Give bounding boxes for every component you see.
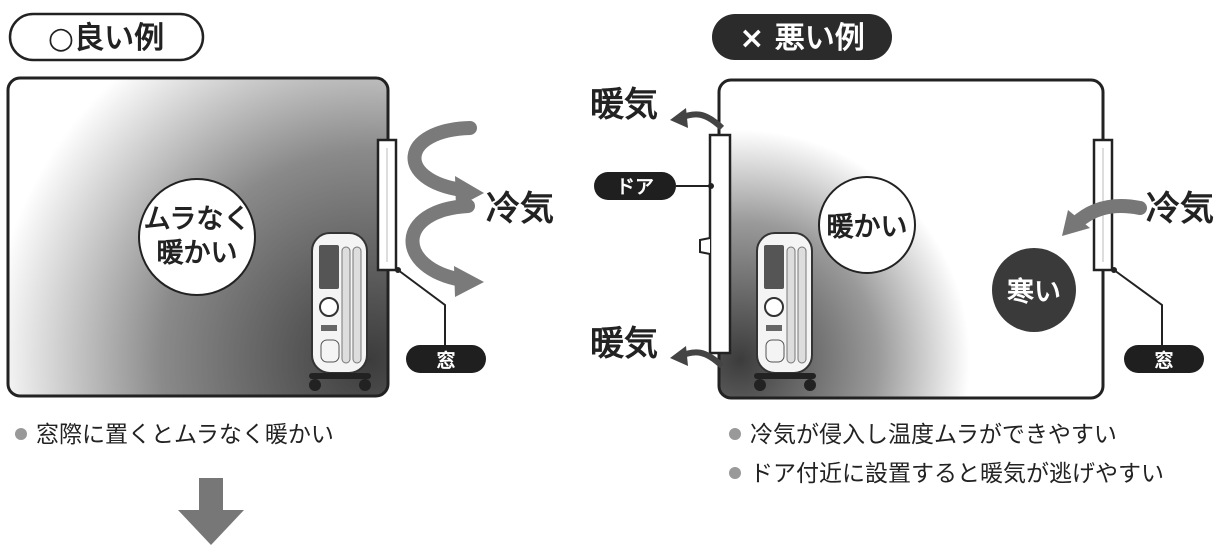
bad-example-badge: × 悪い例 bbox=[712, 14, 892, 60]
good-bullet: 窓際に置くとムラなく暖かい bbox=[15, 422, 334, 448]
good-bullet-text: 窓際に置くとムラなく暖かい bbox=[36, 422, 334, 448]
bad-warm-air-top-label: 暖気 bbox=[590, 85, 658, 125]
bad-window-tag: 窓 bbox=[1154, 349, 1173, 372]
good-example-badge: ○良い例 bbox=[8, 12, 205, 62]
bad-oil-heater bbox=[754, 232, 816, 391]
good-window-tag: 窓 bbox=[436, 349, 455, 372]
bad-bullet-2: ドア付近に設置すると暖気が逃げやすい bbox=[729, 461, 1164, 487]
bad-warm-bubble: 暖かい bbox=[818, 176, 916, 274]
bad-example: × 悪い例 暖気 暖気 bbox=[590, 14, 1214, 487]
bad-bullet-2-text: ドア付近に設置すると暖気が逃げやすい bbox=[750, 461, 1164, 487]
good-window-callout: 窓 bbox=[395, 267, 486, 373]
bad-warm-air-bottom-arrow bbox=[670, 346, 725, 369]
good-bubble-line2: 暖かい bbox=[157, 238, 238, 269]
bad-cold-air-label: 冷気 bbox=[1146, 189, 1214, 229]
down-arrow bbox=[178, 478, 244, 545]
bad-door bbox=[699, 133, 732, 355]
bad-warm-air-bottom-label: 暖気 bbox=[590, 324, 658, 364]
bad-warm-bubble-label: 暖かい bbox=[827, 212, 908, 243]
good-bubble-line1: ムラなく bbox=[144, 204, 251, 235]
good-warm-bubble: ムラなく 暖かい bbox=[138, 178, 256, 296]
bad-example-badge-label: × 悪い例 bbox=[739, 21, 865, 56]
good-cold-air-arrows bbox=[405, 121, 484, 297]
good-example: ○良い例 ムラなく 暖かい bbox=[6, 12, 554, 545]
bad-bullet-1: 冷気が侵入し温度ムラができやすい bbox=[729, 422, 1117, 448]
good-oil-heater bbox=[309, 232, 371, 391]
bad-door-tag: ドア bbox=[616, 176, 654, 198]
bad-bullet-1-text: 冷気が侵入し温度ムラができやすい bbox=[750, 422, 1117, 448]
good-window bbox=[376, 138, 398, 272]
bad-window-callout: 窓 bbox=[1111, 267, 1204, 373]
good-cold-air-label: 冷気 bbox=[486, 189, 554, 229]
bad-cold-bubble-label: 寒い bbox=[1007, 276, 1061, 308]
good-example-badge-label: ○良い例 bbox=[48, 21, 164, 56]
bad-door-callout: ドア bbox=[594, 172, 714, 200]
bad-warm-air-top-arrow bbox=[670, 108, 725, 131]
bad-cold-air-arrow bbox=[1062, 198, 1147, 236]
bad-cold-bubble: 寒い bbox=[992, 248, 1076, 332]
